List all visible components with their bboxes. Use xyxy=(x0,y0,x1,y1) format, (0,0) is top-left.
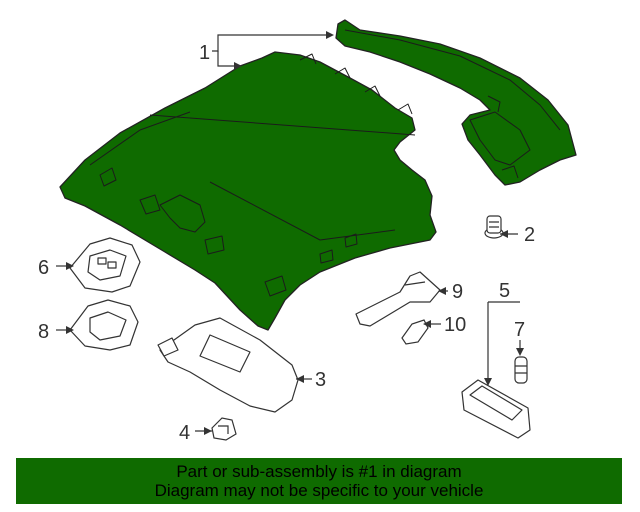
clip-part xyxy=(484,215,504,239)
bulb-part xyxy=(514,356,528,384)
vehicle-note-banner: Part or sub-assembly is #1 in diagram Di… xyxy=(16,458,622,504)
banner-line-part-note: Part or sub-assembly is #1 in diagram xyxy=(176,462,462,481)
visor-clip-part xyxy=(211,417,237,441)
headliner-part xyxy=(59,51,437,331)
banner-line-disclaimer: Diagram may not be specific to your vehi… xyxy=(154,481,484,500)
callout-9: 9 xyxy=(452,281,463,303)
rear-headliner-part xyxy=(335,19,577,186)
sun-visor-part xyxy=(157,317,299,413)
callout-5: 5 xyxy=(499,280,510,302)
callout-1: 1 xyxy=(199,42,210,64)
callout-6: 6 xyxy=(38,257,49,279)
console-frame-part xyxy=(69,299,139,351)
callout-7: 7 xyxy=(514,319,525,341)
callout-3: 3 xyxy=(315,369,326,391)
callout-8: 8 xyxy=(38,321,49,343)
grab-handle-part xyxy=(355,271,441,327)
cap-part xyxy=(401,319,429,345)
overhead-console-part xyxy=(69,237,141,293)
leader-lines xyxy=(56,34,521,432)
callout-4: 4 xyxy=(179,422,190,444)
callout-2: 2 xyxy=(524,224,535,246)
dome-lamp-part xyxy=(461,379,531,439)
leader-arrowheads xyxy=(66,31,524,435)
callout-10: 10 xyxy=(444,314,466,336)
